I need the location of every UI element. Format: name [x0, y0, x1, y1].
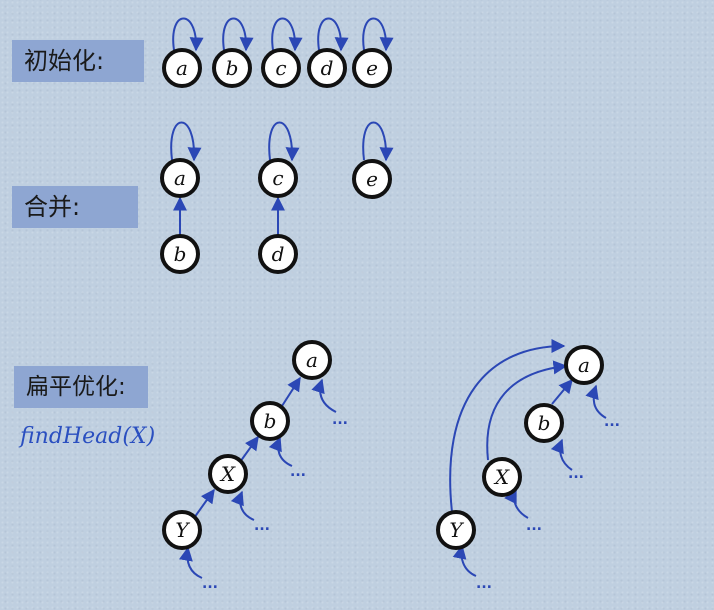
- self-loop-c: [271, 17, 303, 52]
- incoming-edge-x: [504, 488, 529, 519]
- svg-text:a: a: [306, 348, 318, 372]
- node-x: X: [482, 457, 522, 497]
- ellipsis-a: ...: [332, 412, 348, 428]
- init-section: a b c d e: [162, 17, 394, 88]
- init-label: 初始化:: [12, 40, 144, 82]
- flatten-before-section: ... ... ... ... a b X Y: [162, 340, 348, 592]
- ellipsis-x: ...: [254, 518, 270, 534]
- edge-b-to-a: [281, 376, 301, 407]
- find-head-call: findHead(X): [20, 424, 156, 449]
- incoming-edge-x: [230, 490, 255, 521]
- node-y: Y: [162, 510, 202, 550]
- ellipsis-x: ...: [526, 518, 542, 534]
- flatten-after-section: ... ... ... ... a b X Y: [436, 339, 620, 592]
- svg-text:X: X: [219, 462, 236, 486]
- node-d: d: [258, 234, 298, 274]
- svg-text:a: a: [176, 56, 188, 80]
- svg-text:e: e: [366, 56, 378, 80]
- svg-text:Y: Y: [175, 518, 190, 542]
- incoming-edge-a: [311, 378, 337, 413]
- ellipsis-y: ...: [202, 576, 218, 592]
- merge-section: a c e b d: [160, 121, 394, 274]
- node-y: Y: [436, 510, 476, 550]
- node-a: a: [292, 340, 332, 380]
- incoming-edge-a: [585, 384, 607, 419]
- node-e: e: [352, 48, 392, 88]
- node-a: a: [162, 48, 202, 88]
- self-loop-c: [268, 121, 300, 162]
- svg-text:e: e: [366, 167, 378, 191]
- ellipsis-y: ...: [476, 576, 492, 592]
- svg-text:a: a: [174, 166, 186, 190]
- incoming-edge-y: [179, 546, 203, 579]
- node-e: e: [352, 159, 392, 199]
- svg-text:b: b: [226, 56, 239, 80]
- svg-text:b: b: [174, 242, 187, 266]
- incoming-edge-y: [452, 544, 477, 577]
- edge-b-to-a: [551, 378, 573, 405]
- self-loop-e: [362, 121, 394, 162]
- self-loop-a: [172, 17, 204, 52]
- node-c: c: [258, 158, 298, 198]
- ellipsis-b: ...: [568, 466, 584, 482]
- svg-text:a: a: [578, 353, 590, 377]
- ellipsis-b: ...: [290, 464, 306, 480]
- self-loop-e: [362, 17, 394, 52]
- ellipsis-a: ...: [604, 414, 620, 430]
- svg-text:b: b: [538, 411, 551, 435]
- node-c: c: [261, 48, 301, 88]
- svg-text:b: b: [264, 409, 277, 433]
- svg-text:X: X: [493, 465, 510, 489]
- incoming-edge-b: [550, 438, 573, 471]
- svg-text:d: d: [321, 56, 334, 80]
- node-b: b: [250, 401, 290, 441]
- edge-y-to-a: [449, 339, 566, 513]
- incoming-edge-b: [268, 436, 293, 467]
- self-loop-b: [222, 17, 254, 52]
- node-x: X: [208, 454, 248, 494]
- self-loop-d: [317, 17, 349, 52]
- svg-text:c: c: [275, 56, 286, 80]
- merge-label: 合并:: [12, 186, 138, 228]
- node-a: a: [564, 345, 604, 385]
- svg-text:Y: Y: [449, 518, 464, 542]
- node-d: d: [307, 48, 347, 88]
- svg-text:d: d: [272, 242, 285, 266]
- node-b: b: [212, 48, 252, 88]
- edge-y-to-x: [193, 488, 215, 519]
- node-b: b: [524, 403, 564, 443]
- edge-x-to-a: [486, 360, 568, 461]
- edge-x-to-b: [239, 435, 259, 463]
- flatten-label: 扁平优化:: [14, 366, 148, 408]
- svg-text:c: c: [272, 166, 283, 190]
- self-loop-a: [170, 121, 202, 162]
- node-b: b: [160, 234, 200, 274]
- node-a: a: [160, 158, 200, 198]
